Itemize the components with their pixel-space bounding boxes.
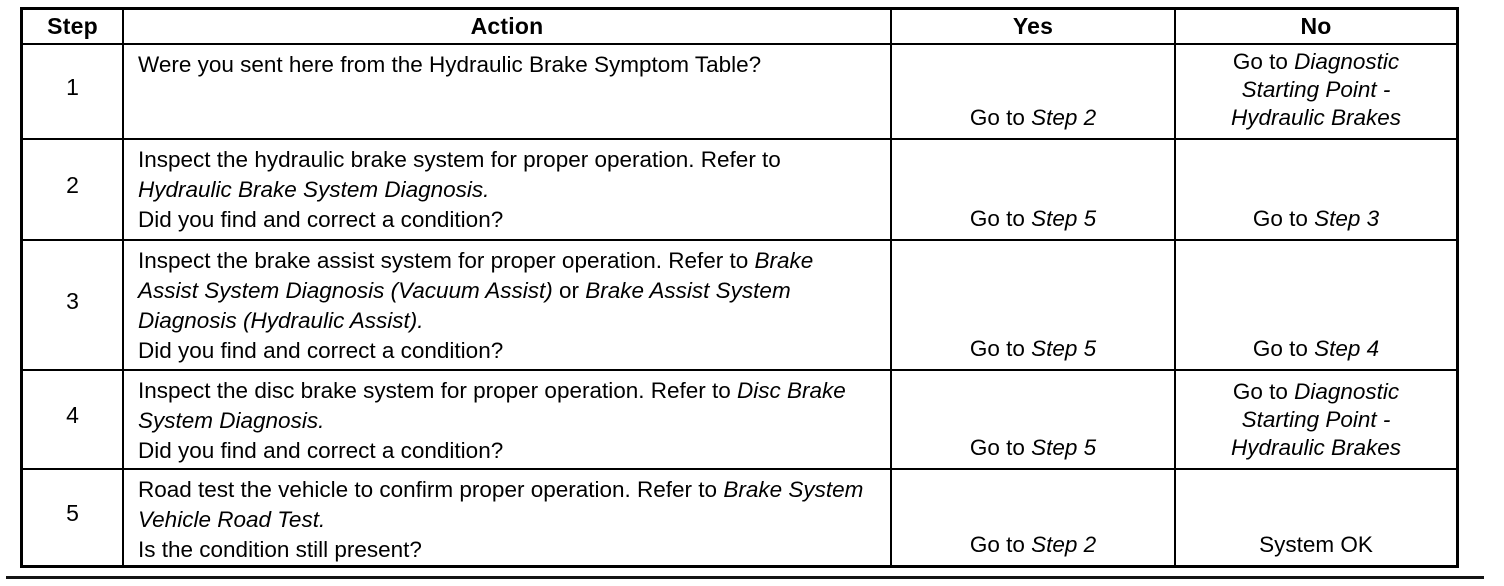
action-question: Is the condition still present?	[138, 537, 422, 562]
yes-cell: Go to Step 2	[890, 468, 1174, 565]
step-cell: 3	[23, 239, 122, 369]
action-instruction: Inspect the disc brake system for proper…	[138, 378, 846, 433]
step-cell: 4	[23, 369, 122, 468]
step-cell: 2	[23, 138, 122, 239]
header-no: No	[1174, 10, 1456, 43]
header-step: Step	[47, 13, 98, 39]
action-instruction: Road test the vehicle to confirm proper …	[138, 477, 864, 532]
action-instruction: Inspect the brake assist system for prop…	[138, 248, 814, 333]
header-yes: Yes	[890, 10, 1174, 43]
action-cell: Were you sent here from the Hydraulic Br…	[122, 43, 890, 138]
no-cell: Go to Step 4	[1174, 239, 1456, 369]
action-question: Did you find and correct a condition?	[138, 438, 504, 463]
step-cell: 5	[23, 468, 122, 565]
yes-cell: Go to Step 5	[890, 138, 1174, 239]
action-question: Were you sent here from the Hydraulic Br…	[138, 52, 762, 77]
diagnostic-system-check-table: Step Action Yes No 1 Were you sent here f…	[20, 7, 1459, 568]
action-cell: Inspect the hydraulic brake system for p…	[122, 138, 890, 239]
yes-cell: Go to Step 5	[890, 239, 1174, 369]
action-instruction: Inspect the hydraulic brake system for p…	[138, 147, 781, 202]
action-question: Did you find and correct a condition?	[138, 338, 504, 363]
no-cell: Go to Step 3	[1174, 138, 1456, 239]
yes-cell: Go to Step 2	[890, 43, 1174, 138]
action-question: Did you find and correct a condition?	[138, 207, 504, 232]
action-cell: Road test the vehicle to confirm proper …	[122, 468, 890, 565]
no-cell: System OK	[1174, 468, 1456, 565]
step-cell: 1	[23, 43, 122, 138]
action-cell: Inspect the disc brake system for proper…	[122, 369, 890, 468]
yes-cell: Go to Step 5	[890, 369, 1174, 468]
scan-artifact-line	[6, 576, 1484, 579]
header-action: Action	[122, 10, 890, 43]
action-cell: Inspect the brake assist system for prop…	[122, 239, 890, 369]
